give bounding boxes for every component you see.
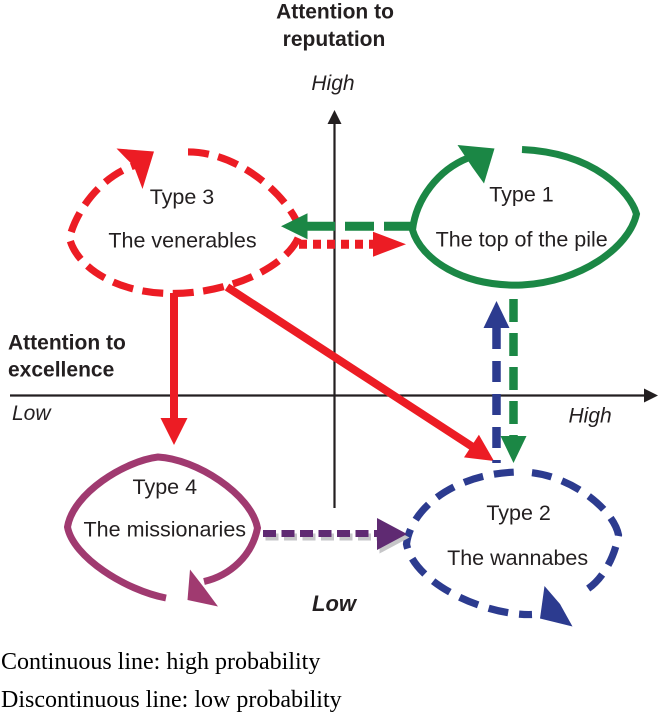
svg-text:Type 2: Type 2 [486,501,551,525]
svg-text:Type 3: Type 3 [150,185,215,209]
svg-text:Continuous line: high probabil: Continuous line: high probability [1,649,320,675]
svg-text:Discontinuous line: low probab: Discontinuous line: low probability [1,687,342,713]
svg-text:The top of the pile: The top of the pile [436,227,608,251]
svg-text:Attention to: Attention to [276,1,394,24]
svg-text:Low: Low [312,591,358,616]
svg-text:Low: Low [12,402,52,425]
svg-text:reputation: reputation [283,28,386,51]
svg-text:The missionaries: The missionaries [84,518,247,542]
svg-text:Type 4: Type 4 [133,475,198,499]
svg-text:High: High [311,72,354,95]
svg-text:High: High [569,405,612,428]
svg-text:The wannabes: The wannabes [447,546,588,570]
svg-text:excellence: excellence [8,359,114,382]
svg-text:The venerables: The venerables [108,229,256,253]
svg-text:Attention to: Attention to [8,332,126,355]
svg-text:Type 1: Type 1 [489,182,554,206]
